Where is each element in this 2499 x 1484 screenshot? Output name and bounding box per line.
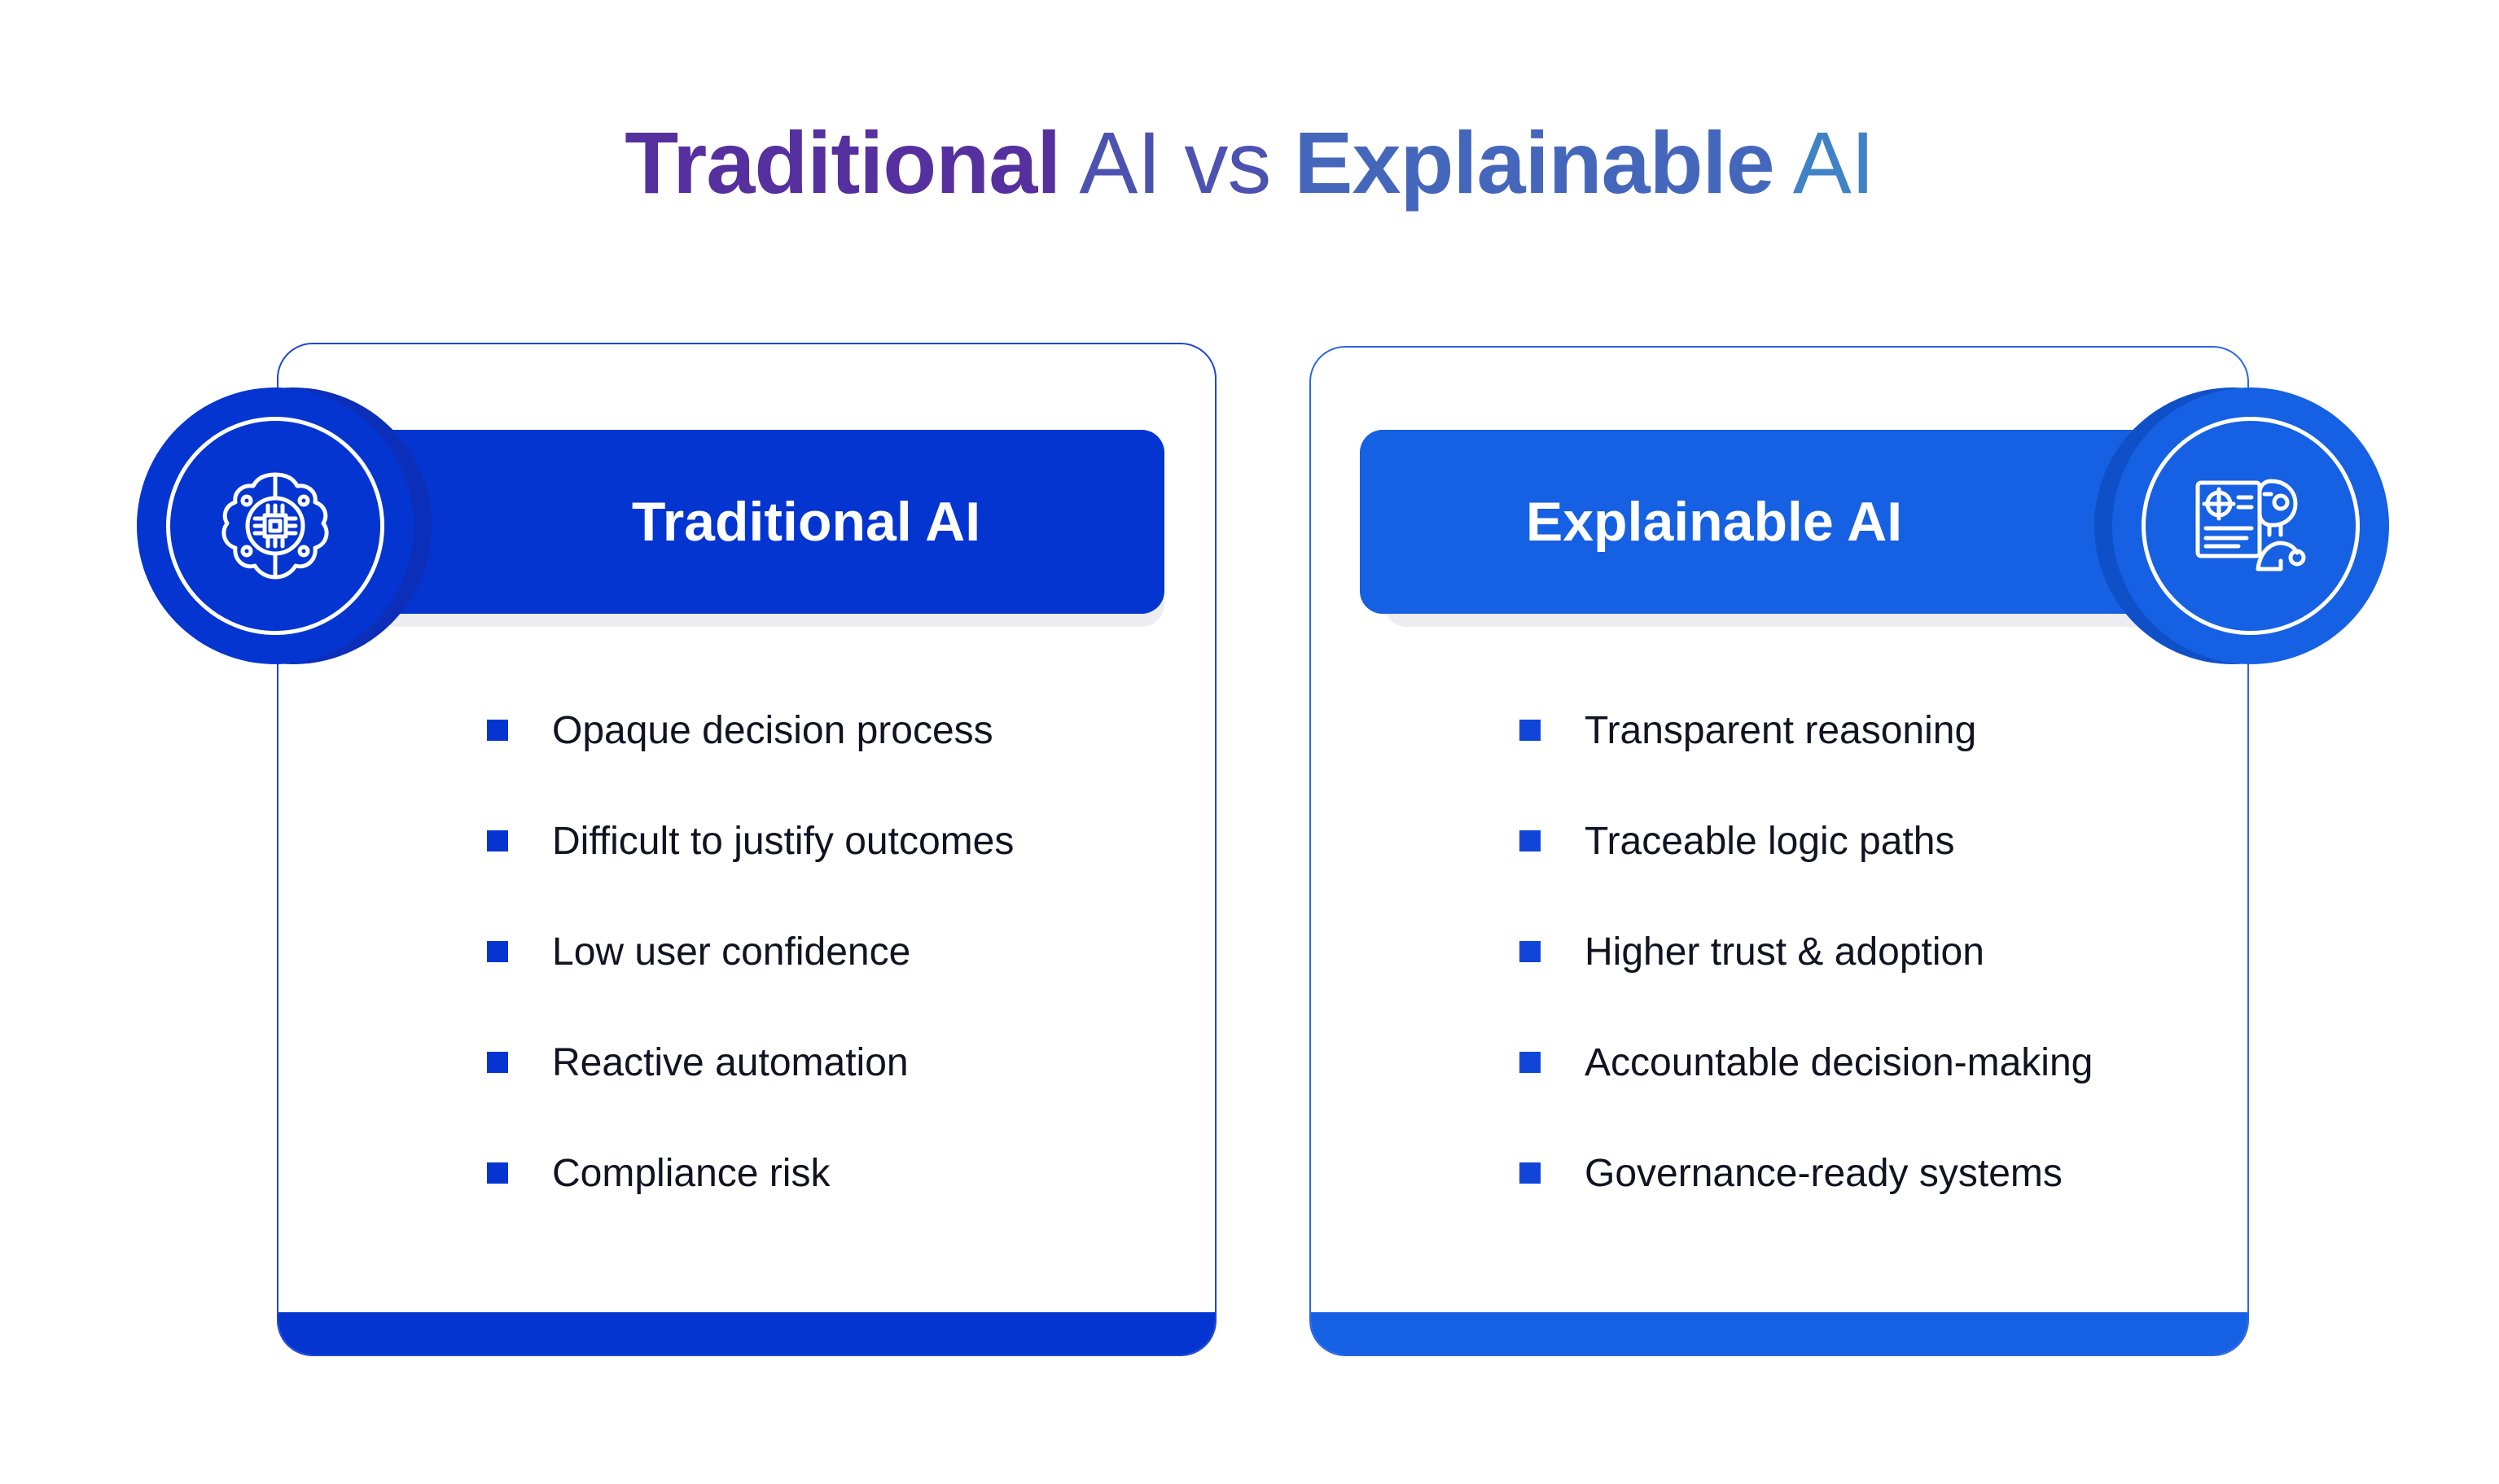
- square-bullet-icon: [1519, 720, 1541, 741]
- square-bullet-icon: [487, 1162, 508, 1184]
- square-bullet-icon: [487, 1052, 508, 1073]
- robot-dashboard-icon: [2195, 479, 2306, 571]
- title-word-explainable: Explainable: [1294, 113, 1774, 212]
- title-suffix: AI: [1773, 113, 1875, 212]
- traditional-card-footer-bar: [278, 1312, 1215, 1355]
- explainable-badge-ring: [2142, 417, 2360, 635]
- traditional-ai-header: Traditional AI: [350, 430, 1164, 614]
- square-bullet-icon: [1519, 941, 1541, 962]
- traditional-badge-ring: [166, 417, 384, 635]
- traditional-ai-heading: Traditional AI: [631, 491, 981, 553]
- explainable-ai-header: Explainable AI: [1360, 430, 2182, 614]
- square-bullet-icon: [1519, 830, 1541, 851]
- square-bullet-icon: [1519, 1052, 1541, 1073]
- traditional-ai-badge: [137, 387, 414, 664]
- page-title: Traditional AI vs Explainable AI: [0, 106, 2499, 220]
- square-bullet-icon: [487, 720, 508, 741]
- square-bullet-icon: [487, 830, 508, 851]
- explainable-ai-badge: [2112, 387, 2389, 664]
- square-bullet-icon: [487, 941, 508, 962]
- square-bullet-icon: [1519, 1162, 1541, 1184]
- explainable-card-footer-bar: [1311, 1312, 2247, 1355]
- explainable-ai-heading: Explainable AI: [1525, 491, 1903, 553]
- title-word-traditional: Traditional: [625, 113, 1061, 212]
- ai-chip-brain-icon: [221, 472, 329, 580]
- title-connector: AI vs: [1060, 113, 1295, 212]
